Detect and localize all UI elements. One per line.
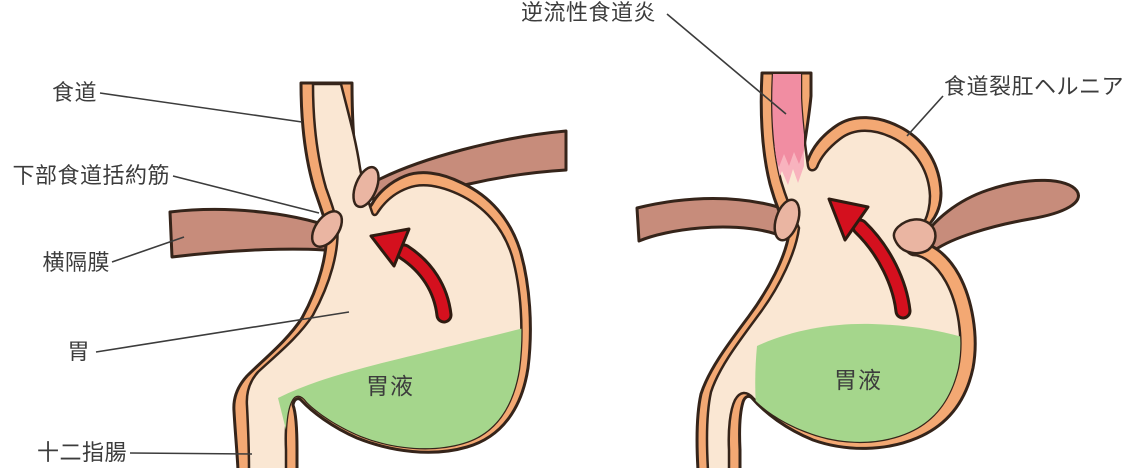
reflux-arrow-right bbox=[827, 197, 912, 320]
left-panel-normal-stomach bbox=[168, 81, 568, 468]
sphincter-bump-upper bbox=[352, 165, 380, 209]
label-esophagus: 食道 bbox=[51, 80, 97, 105]
sphincter-bump-lower bbox=[310, 210, 344, 248]
leader-stomach bbox=[95, 311, 350, 353]
reflux-arrow-left bbox=[369, 227, 453, 324]
label-stomach: 胃 bbox=[67, 339, 90, 364]
label-reflux-esophagitis: 逆流性食道炎 bbox=[521, 0, 657, 25]
label-gastric-juice-left: 胃液 bbox=[366, 373, 414, 399]
leader-reflux-esophagitis bbox=[666, 13, 787, 115]
diaphragm-right-band-hernia bbox=[919, 178, 1080, 252]
leader-duodenum bbox=[129, 452, 253, 455]
leader-hiatal-hernia bbox=[906, 95, 944, 137]
leader-sphincter bbox=[172, 175, 320, 214]
label-lower-esophageal-sphincter: 下部食道括約筋 bbox=[12, 163, 170, 188]
leader-lines bbox=[95, 13, 944, 455]
label-duodenum: 十二指腸 bbox=[36, 440, 127, 465]
label-hiatal-hernia: 食道裂肛ヘルニア bbox=[944, 74, 1125, 99]
right-panel-hiatal-hernia bbox=[635, 71, 1080, 468]
hernia-sphincter-bump-left bbox=[773, 198, 801, 242]
leader-diaphragm bbox=[111, 236, 185, 263]
diaphragm-left-band-hernia bbox=[635, 197, 797, 243]
leader-esophagus bbox=[99, 92, 303, 123]
esophagitis-inflamed-area bbox=[770, 74, 804, 167]
label-diaphragm: 横隔膜 bbox=[42, 250, 110, 275]
hernia-sphincter-bump-right bbox=[892, 218, 937, 255]
label-gastric-juice-right: 胃液 bbox=[834, 367, 882, 393]
